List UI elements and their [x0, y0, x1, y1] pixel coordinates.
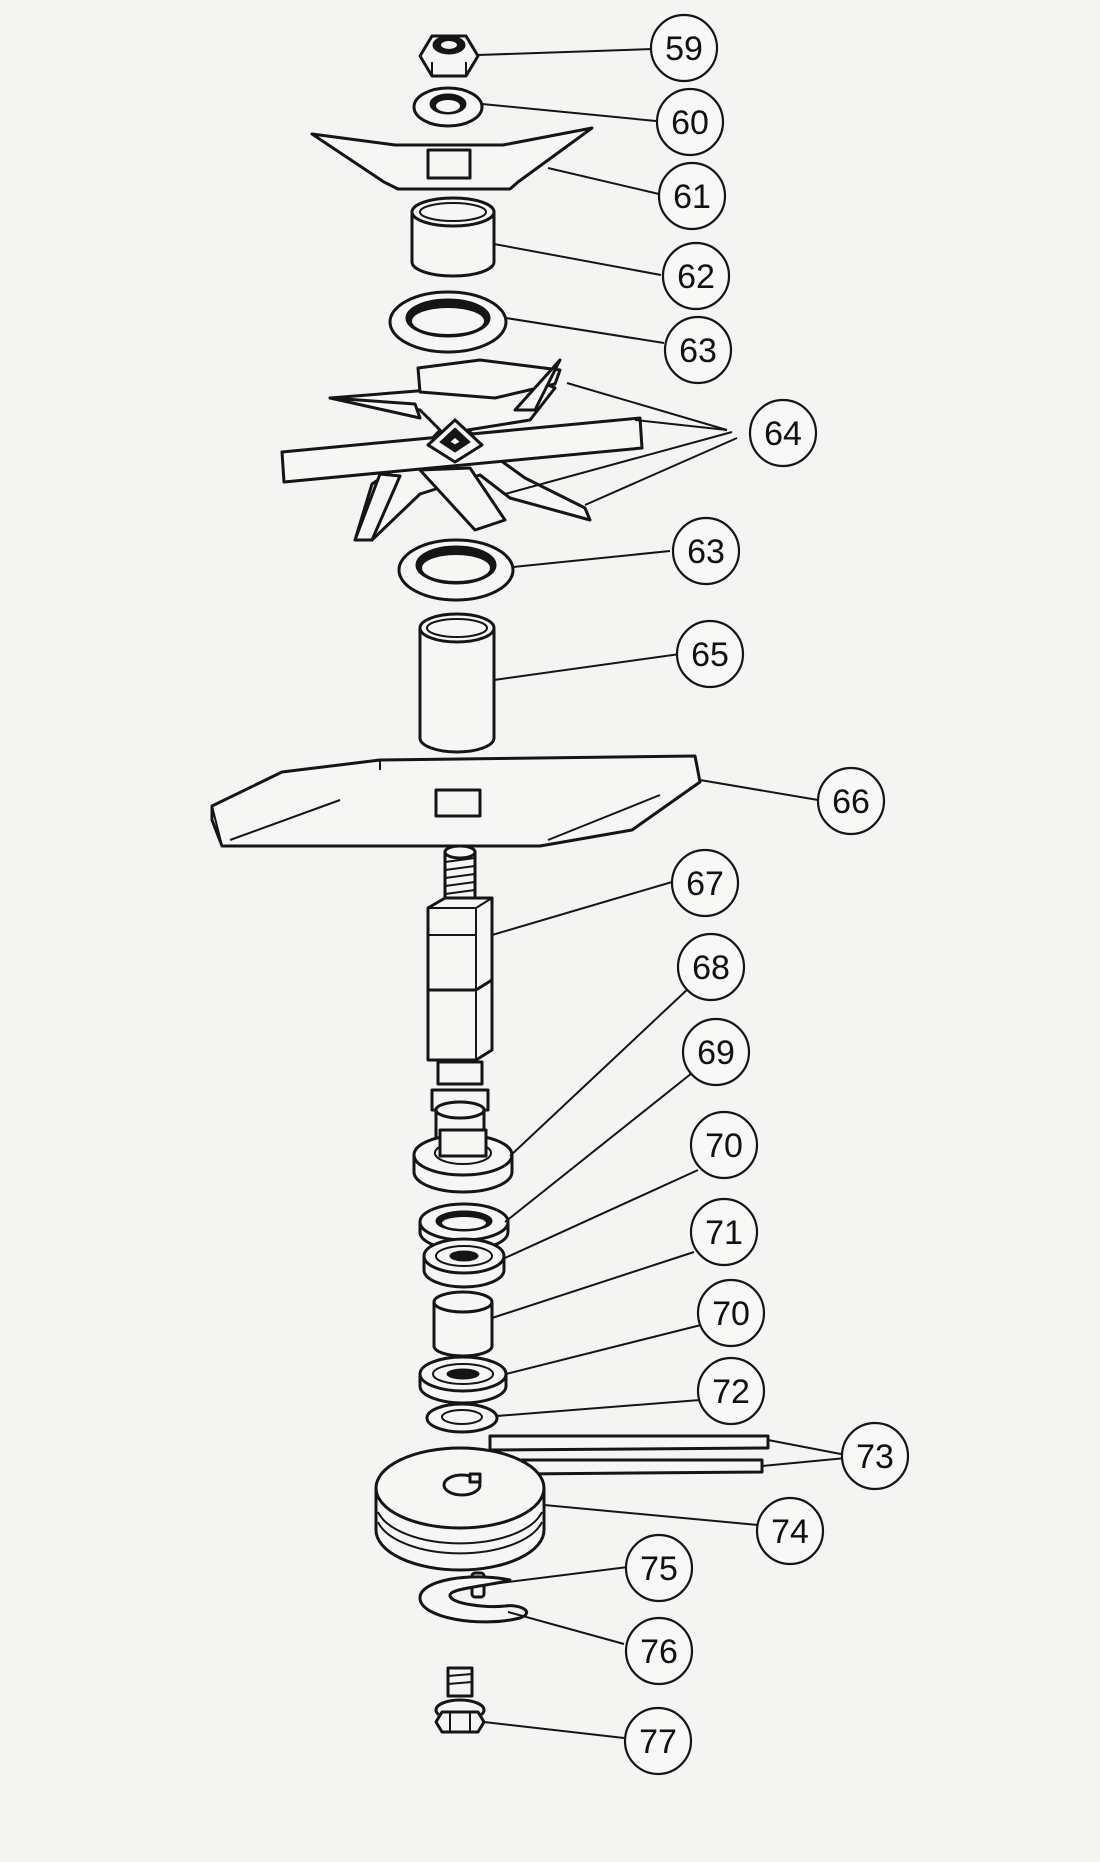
- callout-72: 72: [696, 1356, 766, 1426]
- callout-label-75: 75: [640, 1550, 678, 1588]
- callout-63-lower: 63: [671, 516, 741, 586]
- part-66-main-blade: [210, 754, 702, 848]
- callout-label-70-lower: 70: [712, 1295, 750, 1333]
- part-70-bearing-lower: [418, 1355, 508, 1405]
- part-74-pulley: [374, 1446, 546, 1572]
- part-61-blade-holder: [310, 126, 594, 191]
- callout-label-70-upper: 70: [705, 1127, 743, 1165]
- callout-66: 66: [816, 766, 886, 836]
- callout-73: 73: [840, 1421, 910, 1491]
- callout-label-73: 73: [856, 1438, 894, 1476]
- callout-label-74: 74: [771, 1513, 809, 1551]
- callout-label-63-lower: 63: [687, 533, 725, 571]
- part-77-flange-bolt: [434, 1666, 486, 1734]
- callout-74: 74: [755, 1496, 825, 1566]
- callout-67: 67: [670, 848, 740, 918]
- callout-77: 77: [623, 1706, 693, 1776]
- callout-label-68: 68: [692, 949, 730, 987]
- part-59-lock-nut: [418, 34, 480, 78]
- callout-68: 68: [676, 932, 746, 1002]
- callout-label-59: 59: [665, 30, 703, 68]
- part-62-bushing: [410, 196, 496, 278]
- callout-70-upper: 70: [689, 1110, 759, 1180]
- part-71-sleeve: [432, 1290, 494, 1358]
- callout-61: 61: [657, 161, 727, 231]
- part-70-bearing-upper: [422, 1237, 506, 1289]
- callout-64: 64: [748, 398, 818, 468]
- callout-60: 60: [655, 87, 725, 157]
- part-65-tube-spacer: [418, 612, 496, 754]
- part-72-washer: [425, 1402, 499, 1434]
- callout-59: 59: [649, 13, 719, 83]
- callout-75: 75: [624, 1533, 694, 1603]
- callout-label-61: 61: [673, 178, 711, 216]
- callout-76: 76: [624, 1616, 694, 1686]
- callout-label-77: 77: [639, 1723, 677, 1761]
- callout-label-64: 64: [764, 415, 802, 453]
- callout-63-upper: 63: [663, 315, 733, 385]
- callout-label-63-upper: 63: [679, 332, 717, 370]
- part-73-belts: [488, 1434, 770, 1476]
- callout-label-66: 66: [832, 783, 870, 821]
- callout-label-71: 71: [705, 1214, 743, 1252]
- part-63-spacer-ring-upper: [388, 290, 508, 354]
- part-76-circlip: [418, 1575, 529, 1624]
- part-63-spacer-ring-lower: [397, 538, 515, 602]
- callout-label-69: 69: [697, 1034, 735, 1072]
- callout-label-76: 76: [640, 1633, 678, 1671]
- callout-label-72: 72: [712, 1373, 750, 1411]
- leader-lines: [477, 48, 847, 1739]
- callout-label-65: 65: [691, 636, 729, 674]
- callout-69: 69: [681, 1017, 751, 1087]
- callout-label-60: 60: [671, 104, 709, 142]
- callout-label-67: 67: [686, 865, 724, 903]
- callout-71: 71: [689, 1197, 759, 1267]
- callout-65: 65: [675, 619, 745, 689]
- part-60-washer: [412, 86, 484, 128]
- callout-62: 62: [661, 241, 731, 311]
- callout-70-lower: 70: [696, 1278, 766, 1348]
- part-68-bearing-housing: [412, 1128, 514, 1194]
- callout-label-62: 62: [677, 258, 715, 296]
- part-67-spindle: [426, 844, 494, 1155]
- part-64-cutter-blades: [280, 358, 644, 542]
